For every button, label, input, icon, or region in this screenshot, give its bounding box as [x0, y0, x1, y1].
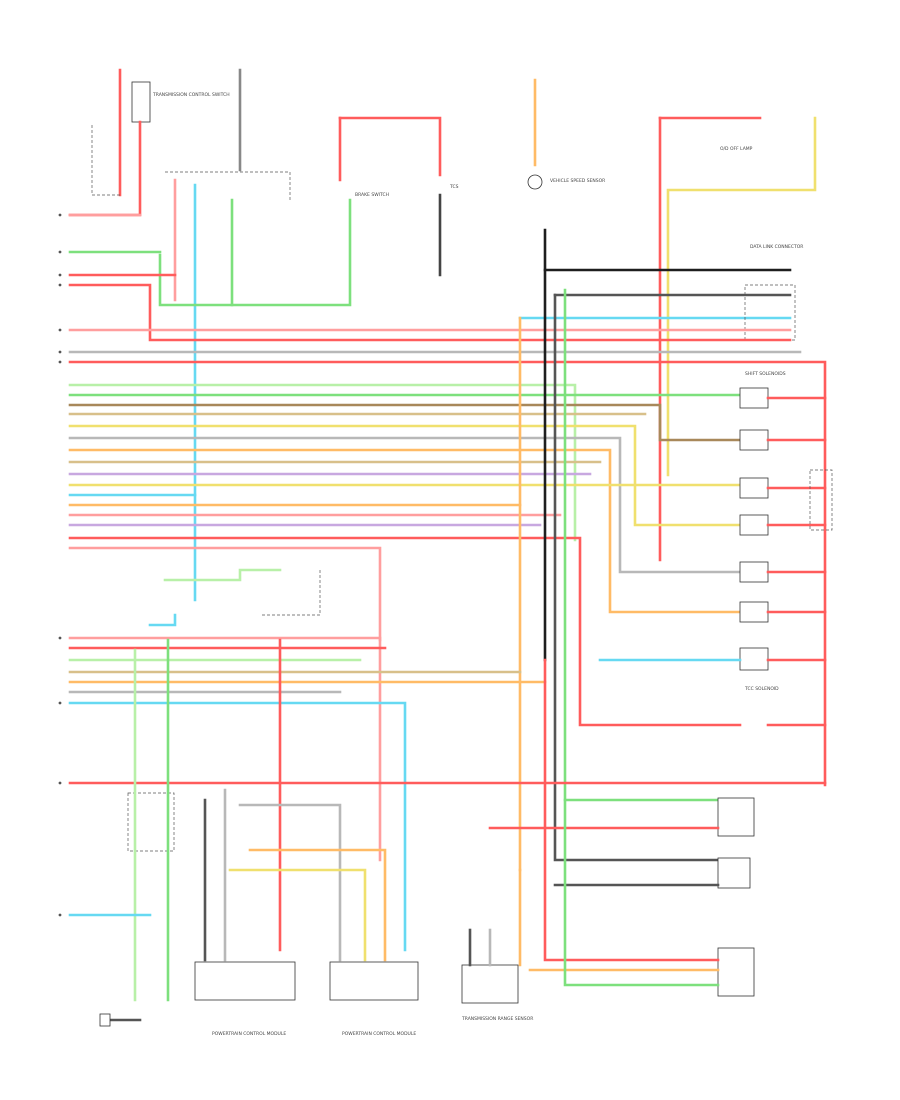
sensor-right-2 [717, 857, 751, 889]
bus-wire-13 [68, 436, 742, 574]
sensor-bottom-left [99, 1013, 111, 1027]
lower-right-sensors: TRANSMISSION RANGE SENSOR [461, 658, 755, 1022]
bus-wire-7 [68, 360, 827, 787]
middle-left-switches [68, 568, 827, 952]
wire-p4 [248, 848, 387, 962]
lower-wire-7 [68, 701, 407, 952]
solenoid-column: SHIFT SOLENOIDS TCC SOLENOID [598, 371, 833, 727]
solenoid-2 [739, 429, 769, 451]
dashed-line-ground [91, 125, 120, 196]
switch-housing [165, 171, 291, 200]
solenoid-1 [739, 387, 769, 409]
dashed-switch [260, 570, 321, 616]
bus-wire-22 [68, 536, 742, 727]
wire-middle-green [163, 568, 282, 582]
data-link-connector [744, 284, 796, 341]
label-data-link: DATA LINK CONNECTOR [750, 244, 803, 250]
vehicle-speed-sensor [527, 174, 543, 190]
wire-yellow-lamp [666, 116, 817, 477]
vertical-green [563, 288, 722, 802]
lower-wire-1 [68, 636, 382, 862]
top-center-switches: BRAKE SWITCH TCS [158, 68, 459, 602]
label-pcm-2: POWERTRAIN CONTROL MODULE [342, 1031, 416, 1037]
bus-wire-23 [68, 546, 382, 642]
label-brake-switch: BRAKE SWITCH [355, 192, 389, 198]
bus-wire-10 [68, 403, 742, 442]
wire-mid-blue [148, 613, 177, 627]
label-trs: TRANSMISSION RANGE SENSOR [461, 1016, 533, 1022]
label-tcc-solenoid: TCC SOLENOID [744, 686, 779, 692]
transmission-range-sensor [461, 964, 519, 1004]
label-shift-solenoids: SHIFT SOLENOIDS [745, 371, 786, 377]
pcm-upper-bus [68, 213, 827, 787]
wire-p3 [238, 803, 342, 962]
label-vss: VEHICLE SPEED SENSOR [550, 178, 605, 184]
splice-block [809, 469, 833, 531]
sensor-right-3 [717, 947, 755, 997]
lower-left-area [68, 638, 175, 1027]
pcm-power-relay [131, 81, 151, 123]
label-pcm-1: POWERTRAIN CONTROL MODULE [212, 1031, 286, 1037]
upper-left-components: TRANSMISSION CONTROL SWITCH [68, 68, 230, 217]
label-tcs: TCS [449, 184, 459, 190]
bus-wire-4 [68, 283, 792, 342]
vertical-gray [553, 293, 722, 862]
pin-markers [58, 213, 62, 917]
bus-wire-12 [68, 424, 742, 527]
label-od-lamp: O/D OFF LAMP [720, 146, 753, 152]
wire-r5 [563, 798, 720, 987]
wire-p5 [228, 868, 367, 962]
bus-wire-8 [68, 383, 577, 542]
pcm-lower-connectors: POWERTRAIN CONTROL MODULE POWERTRAIN CON… [194, 788, 419, 1037]
pcm-connector-c2 [329, 961, 419, 1001]
solenoid-4 [739, 514, 769, 536]
wire-red-top [338, 116, 442, 177]
tcc-solenoid [739, 647, 769, 671]
solenoid-3 [739, 477, 769, 499]
label-transmission-control-switch: TRANSMISSION CONTROL SWITCH [152, 92, 230, 98]
connector-c1 [127, 792, 175, 852]
wire-relay-out [68, 120, 142, 217]
solenoid-5 [739, 561, 769, 583]
sensor-right-1 [717, 797, 755, 837]
solenoid-6 [739, 601, 769, 623]
wire-green-loop [158, 253, 234, 307]
wire-r3 [543, 658, 720, 962]
pcm-connector-c1 [194, 961, 296, 1001]
bus-wire-14 [68, 448, 742, 614]
wire-green-brake [230, 198, 352, 307]
